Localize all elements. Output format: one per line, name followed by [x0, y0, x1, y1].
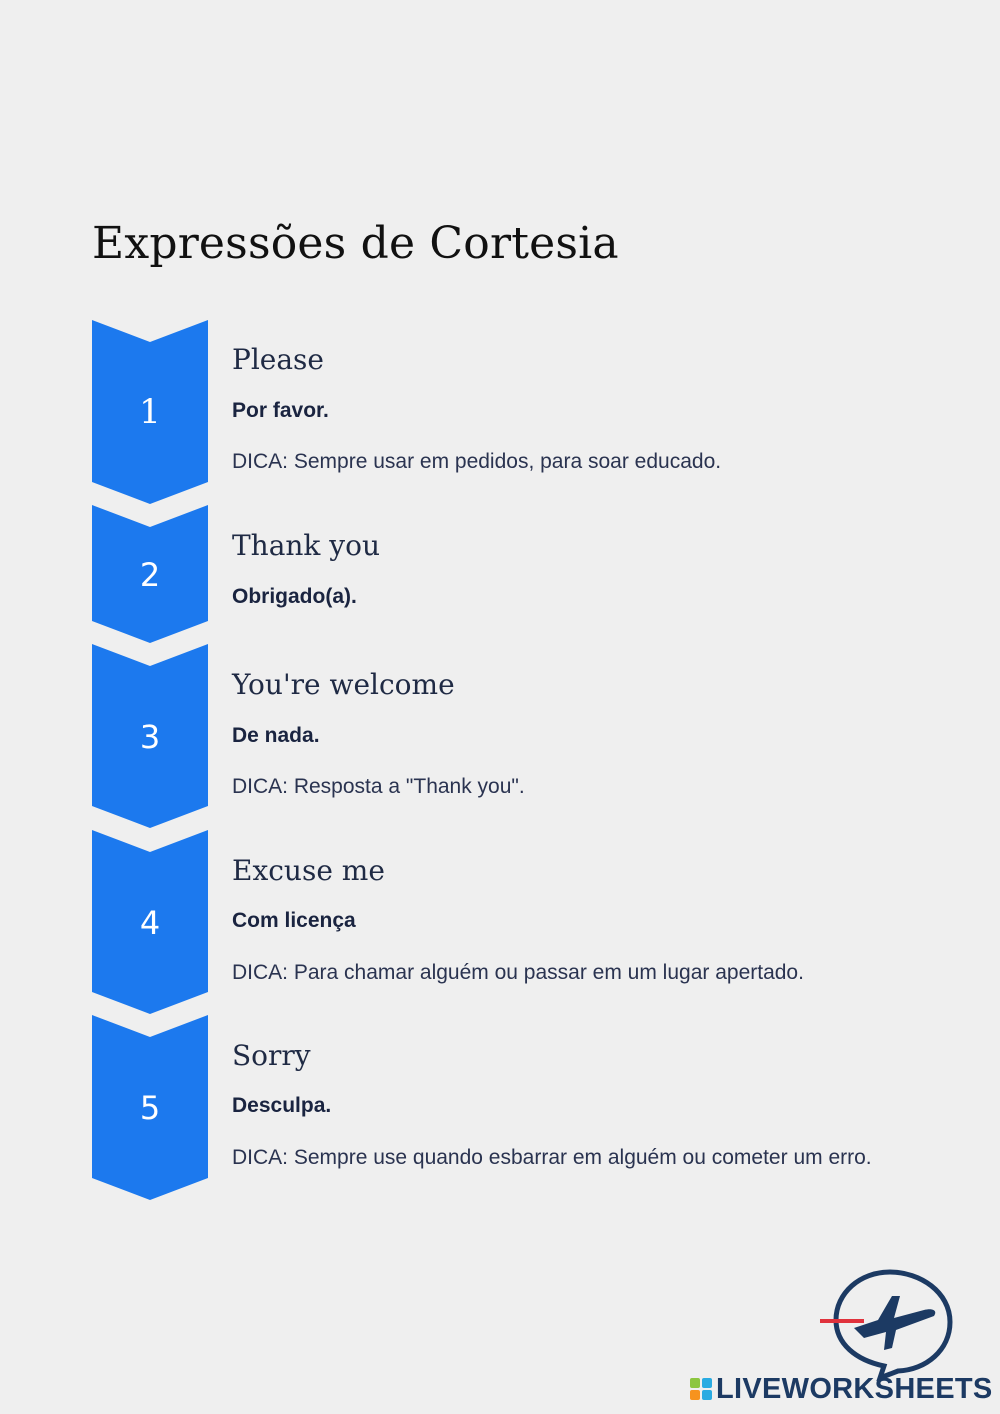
step-number-5: 5: [139, 1089, 161, 1127]
step-number-3: 3: [139, 718, 161, 756]
step-tip-1: DICA: Sempre usar em pedidos, para soar …: [232, 450, 722, 473]
airplane-speech-bubble-icon: [820, 1269, 953, 1381]
step-chevron-4: [92, 830, 208, 1014]
step-translation-4: Com licença: [232, 909, 356, 932]
step-translation-1: Por favor.: [232, 399, 329, 422]
live-squares-icon: [690, 1378, 712, 1400]
step-tip-5: DICA: Sempre use quando esbarrar em algu…: [232, 1146, 872, 1169]
step-chevron-2: [92, 505, 208, 643]
step-tip-4: DICA: Para chamar alguém ou passar em um…: [232, 961, 804, 984]
step-phrase-5: Sorry: [232, 1039, 311, 1072]
step-phrase-2: Thank you: [232, 529, 381, 562]
step-phrase-4: Excuse me: [232, 854, 385, 887]
step-phrase-1: Please: [232, 343, 324, 376]
step-chevron-3: [92, 644, 208, 828]
brand-name: LIVEWORKSHEETS: [716, 1373, 993, 1405]
step-number-2: 2: [139, 556, 161, 594]
step-translation-2: Obrigado(a).: [232, 585, 357, 608]
step-number-4: 4: [139, 904, 161, 942]
step-tip-3: DICA: Resposta a "Thank you".: [232, 775, 525, 798]
brand-logo[interactable]: LIVEWORKSHEETS: [690, 1260, 993, 1410]
page-title: Expressões de Cortesia: [92, 218, 619, 269]
step-phrase-3: You're welcome: [232, 668, 455, 701]
step-translation-3: De nada.: [232, 724, 320, 747]
step-number-1: 1: [139, 392, 161, 432]
step-chevron-5: [92, 1015, 208, 1200]
step-translation-5: Desculpa.: [232, 1094, 332, 1117]
step-chevron-1: [92, 320, 208, 504]
